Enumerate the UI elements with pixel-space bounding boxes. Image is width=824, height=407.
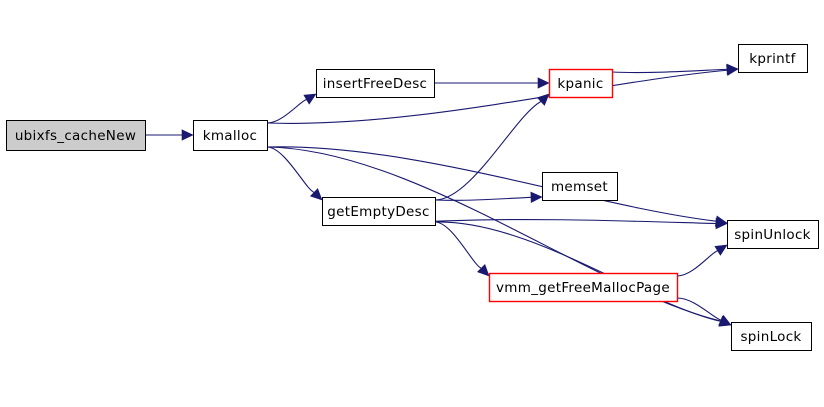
node-spinLock[interactable]: spinLock [731,322,812,351]
node-vmm_getFreeMallocPage[interactable]: vmm_getFreeMallocPage [488,272,679,303]
call-edge-getEmptyDesc-to-vmm_getFreeMallocPage [434,221,482,269]
arrowhead-kpanic-to-kprintf [726,63,739,75]
node-box-kprintf[interactable] [738,44,808,73]
node-box-insertFreeDesc[interactable] [316,69,435,98]
node-label-ubixfs_cacheNew: ubixfs_cacheNew [15,128,136,144]
arrowhead-ubixfs_cacheNew-to-kmalloc [181,129,194,141]
node-label-spinUnlock: spinUnlock [734,227,811,243]
node-label-kprintf: kprintf [749,51,796,67]
node-kpanic[interactable]: kpanic [548,68,614,99]
node-label-vmm_getFreeMallocPage: vmm_getFreeMallocPage [496,280,670,296]
arrowhead-getEmptyDesc-to-spinUnlock [715,217,728,230]
node-label-insertFreeDesc: insertFreeDesc [323,76,428,92]
node-insertFreeDesc[interactable]: insertFreeDesc [316,69,435,98]
edge-layer [145,63,739,327]
call-edge-getEmptyDesc-to-kpanic [434,101,542,201]
node-label-kmalloc: kmalloc [203,128,258,144]
node-box-vmm_getFreeMallocPage[interactable] [488,272,679,303]
node-ubixfs_cacheNew[interactable]: ubixfs_cacheNew [6,120,146,151]
node-spinUnlock[interactable]: spinUnlock [727,220,819,249]
node-label-kpanic: kpanic [557,76,603,92]
arrowhead-insertFreeDesc-to-kpanic [537,77,550,89]
call-edge-kpanic-to-kprintf [611,68,728,74]
node-box-getEmptyDesc[interactable] [322,197,436,226]
node-memset[interactable]: memset [542,172,618,201]
node-box-spinLock[interactable] [731,322,812,351]
call-edge-getEmptyDesc-to-memset [434,196,532,201]
node-box-memset[interactable] [542,172,618,201]
node-box-ubixfs_cacheNew[interactable] [6,120,146,151]
call-edge-kmalloc-to-kprintf [266,69,728,124]
arrowhead-getEmptyDesc-to-kpanic [536,93,550,106]
arrowhead-getEmptyDesc-to-vmm_getFreeMallocPage [476,263,490,277]
call-edge-getEmptyDesc-to-spinLock [434,221,721,322]
node-box-spinUnlock[interactable] [727,220,819,249]
call-edge-kmalloc-to-spinLock [266,146,721,322]
arrowhead-getEmptyDesc-to-memset [530,191,543,203]
call-edge-vmm_getFreeMallocPage-to-spinLock [676,297,722,321]
node-getEmptyDesc[interactable]: getEmptyDesc [322,197,436,226]
call-edge-getEmptyDesc-to-spinUnlock [434,218,717,225]
call-edge-kmalloc-to-getEmptyDesc [266,146,315,193]
node-label-memset: memset [551,179,608,195]
node-label-getEmptyDesc: getEmptyDesc [327,204,429,220]
node-kmalloc[interactable]: kmalloc [193,120,268,151]
node-layer: ubixfs_cacheNew kmalloc insertFreeDesc kpan… [6,44,819,351]
node-box-kmalloc[interactable] [193,120,268,151]
call-edge-kmalloc-to-insertFreeDesc [266,99,307,124]
arrowhead-kmalloc-to-getEmptyDesc [309,188,323,201]
arrowhead-vmm_getFreeMallocPage-to-spinUnlock [714,244,728,256]
node-label-spinLock: spinLock [740,329,801,345]
call-edge-vmm_getFreeMallocPage-to-spinUnlock [676,250,718,277]
call-edge-kmalloc-to-spinUnlock [266,146,717,222]
node-kprintf[interactable]: kprintf [738,44,808,73]
arrowhead-kmalloc-to-insertFreeDesc [303,93,317,105]
node-box-kpanic[interactable] [548,68,614,99]
arrowhead-vmm_getFreeMallocPage-to-spinLock [718,314,732,326]
